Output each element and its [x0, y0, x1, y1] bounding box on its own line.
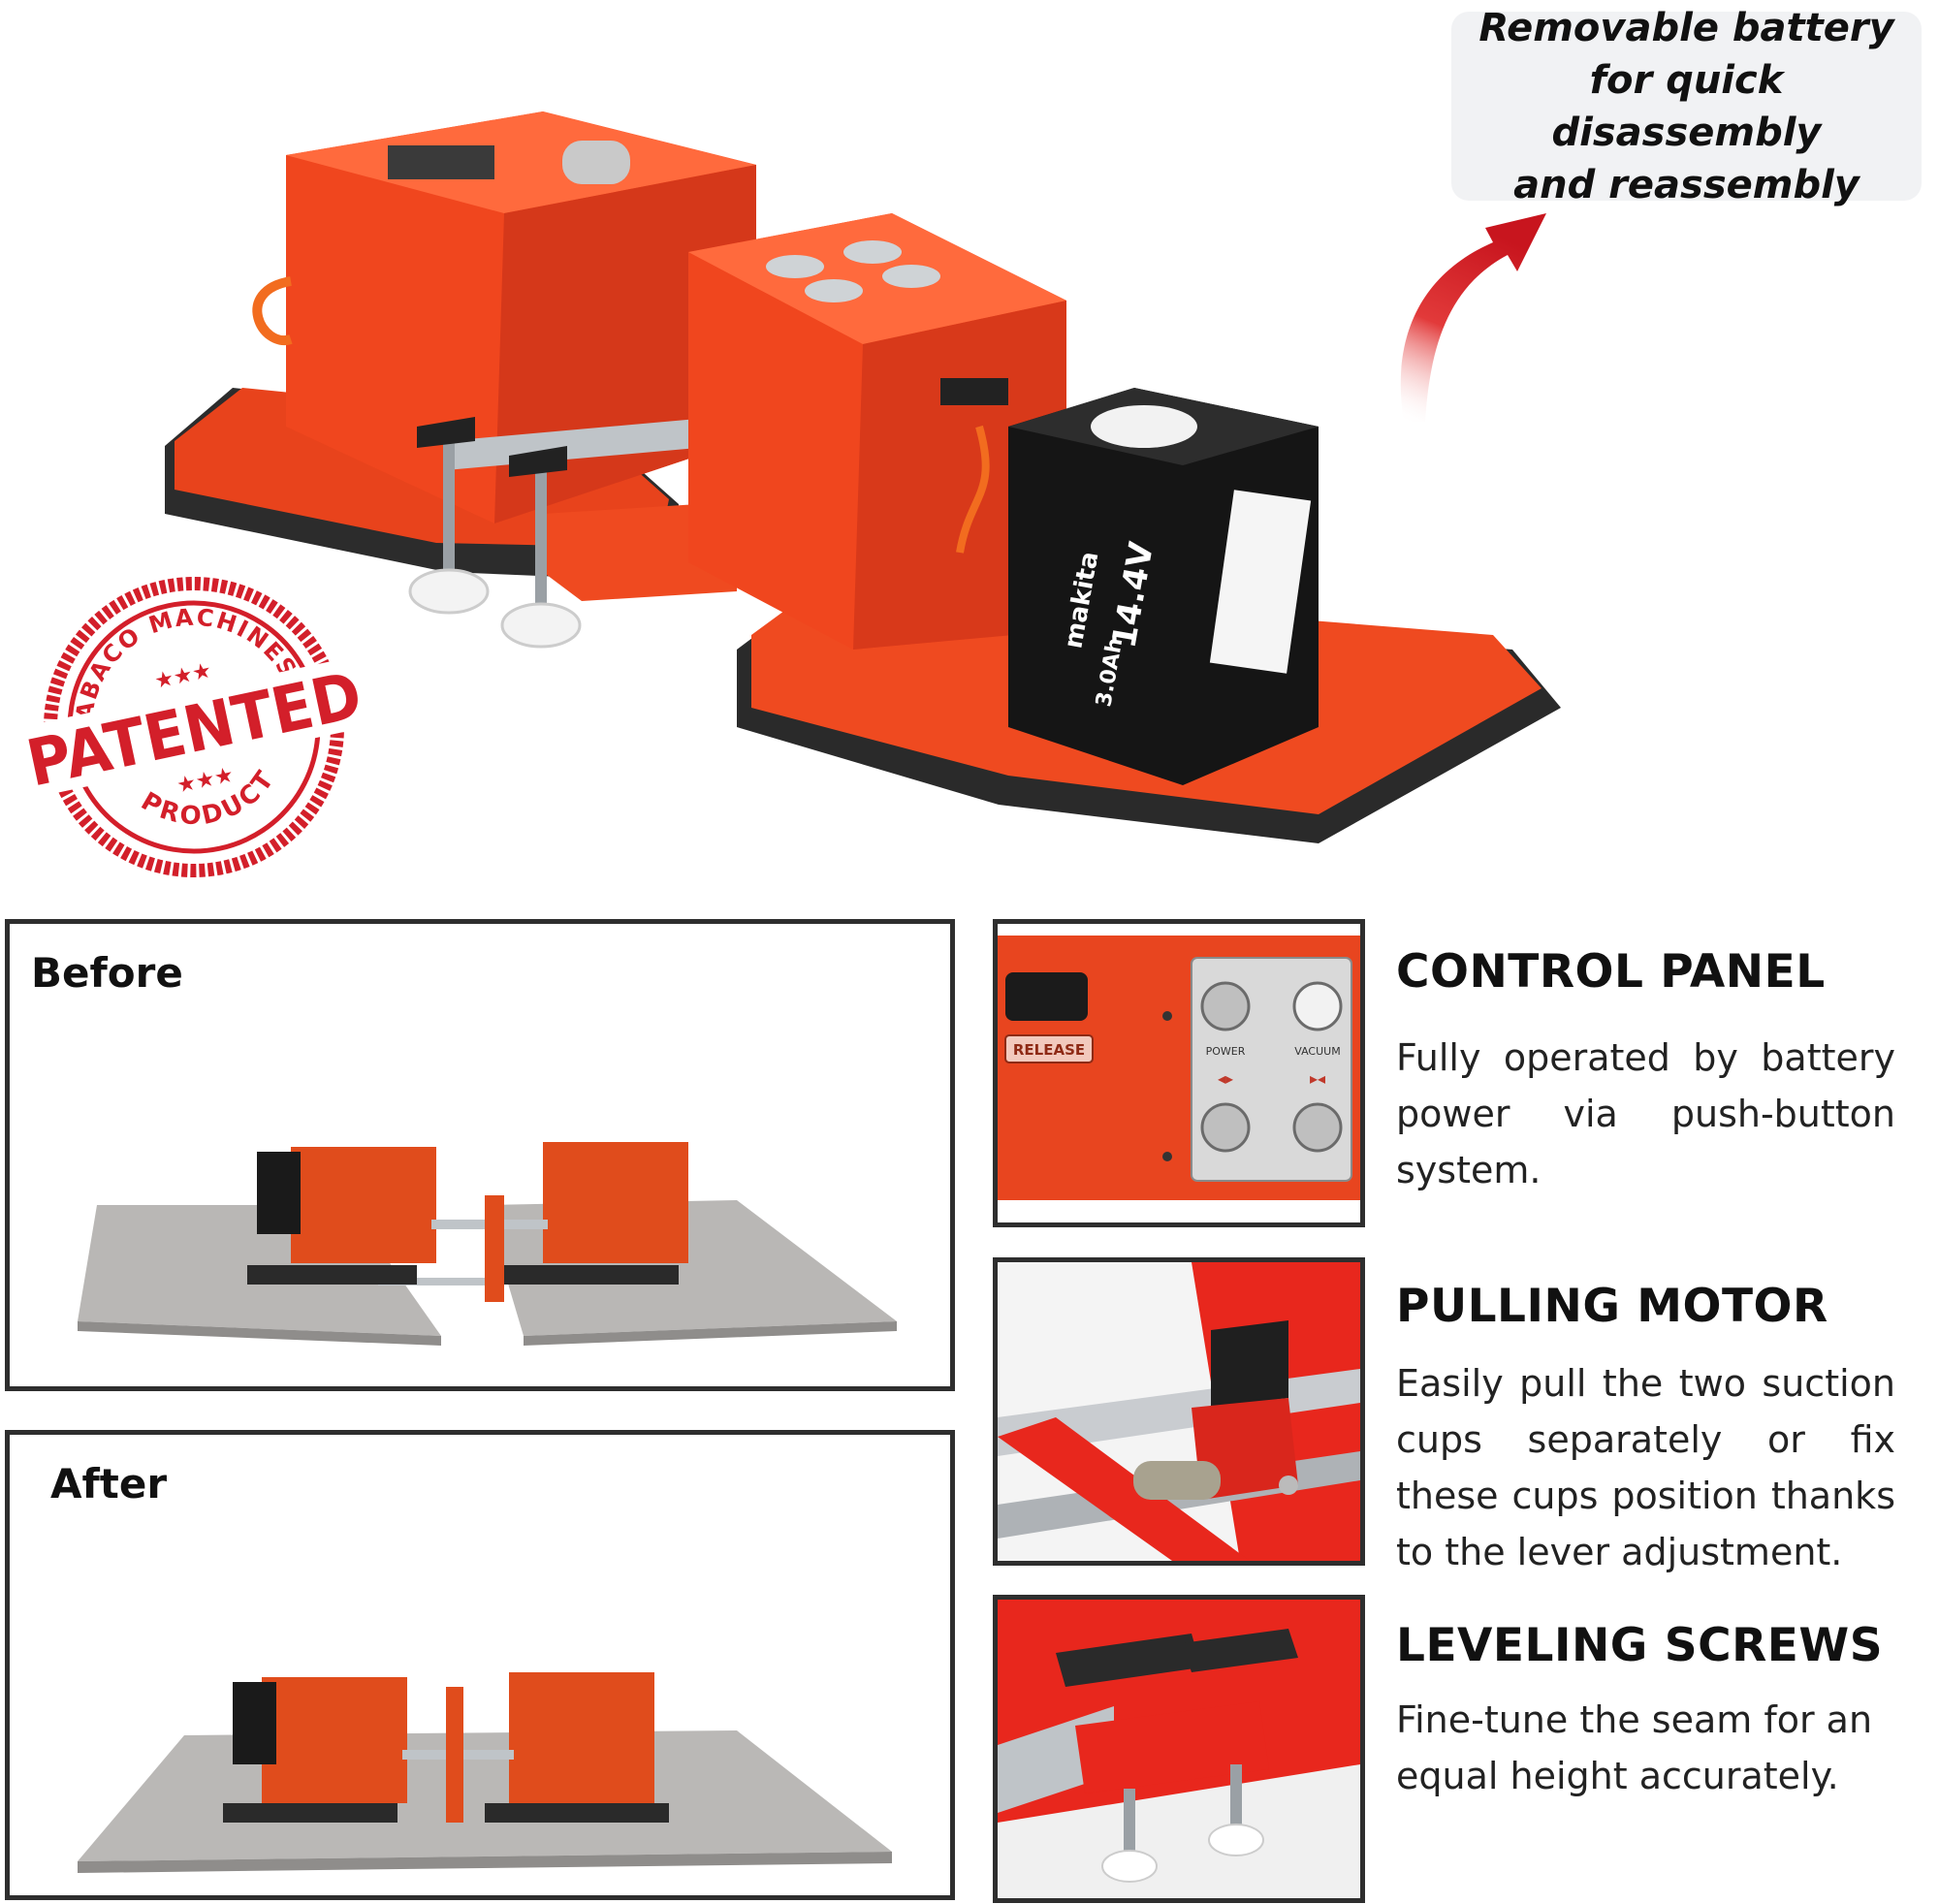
- power-label: POWER: [1206, 1045, 1246, 1058]
- pulling-motor-title: PULLING MOTOR: [1396, 1280, 1828, 1333]
- before-image: [78, 1142, 897, 1346]
- after-image: [78, 1672, 892, 1873]
- contract-arrows-icon: ▸◂: [1310, 1069, 1325, 1088]
- control-panel-image: RELEASE POWER VACUUM ◂▸ ▸◂: [993, 919, 1365, 1227]
- callout-line-1: Removable battery: [1478, 5, 1894, 50]
- patented-stamp: ABACO MACHINES PRODUCT PATENTED ★★★ ★★★: [19, 577, 368, 877]
- before-label: Before: [31, 949, 183, 997]
- callout-line-2: for quick disassembly: [1551, 57, 1822, 155]
- callout-line-3: and reassembly: [1513, 162, 1860, 207]
- expand-arrows-icon: ◂▸: [1218, 1069, 1233, 1088]
- hero-machine-image: makita 14.4V 3.0Ah: [165, 111, 1561, 843]
- control-panel-description: Fully operated by battery power via push…: [1396, 1036, 1895, 1191]
- control-panel-title: CONTROL PANEL: [1396, 945, 1826, 999]
- release-label: RELEASE: [1013, 1041, 1085, 1059]
- after-panel: After: [5, 1430, 955, 1900]
- leveling-screws-title: LEVELING SCREWS: [1396, 1619, 1884, 1672]
- after-label: After: [50, 1460, 168, 1507]
- leveling-screws-image: [993, 1595, 1365, 1903]
- leveling-screws-description: Fine-tune the seam for an equal height a…: [1396, 1698, 1873, 1797]
- vacuum-label: VACUUM: [1294, 1045, 1340, 1058]
- pulling-motor-image: [993, 1257, 1365, 1566]
- before-panel: Before: [5, 919, 955, 1391]
- curved-arrow-icon: [1400, 213, 1546, 422]
- pulling-motor-description: Easily pull the two suction cups separat…: [1396, 1362, 1895, 1573]
- battery-callout: Removable battery for quick disassembly …: [1451, 6, 1922, 207]
